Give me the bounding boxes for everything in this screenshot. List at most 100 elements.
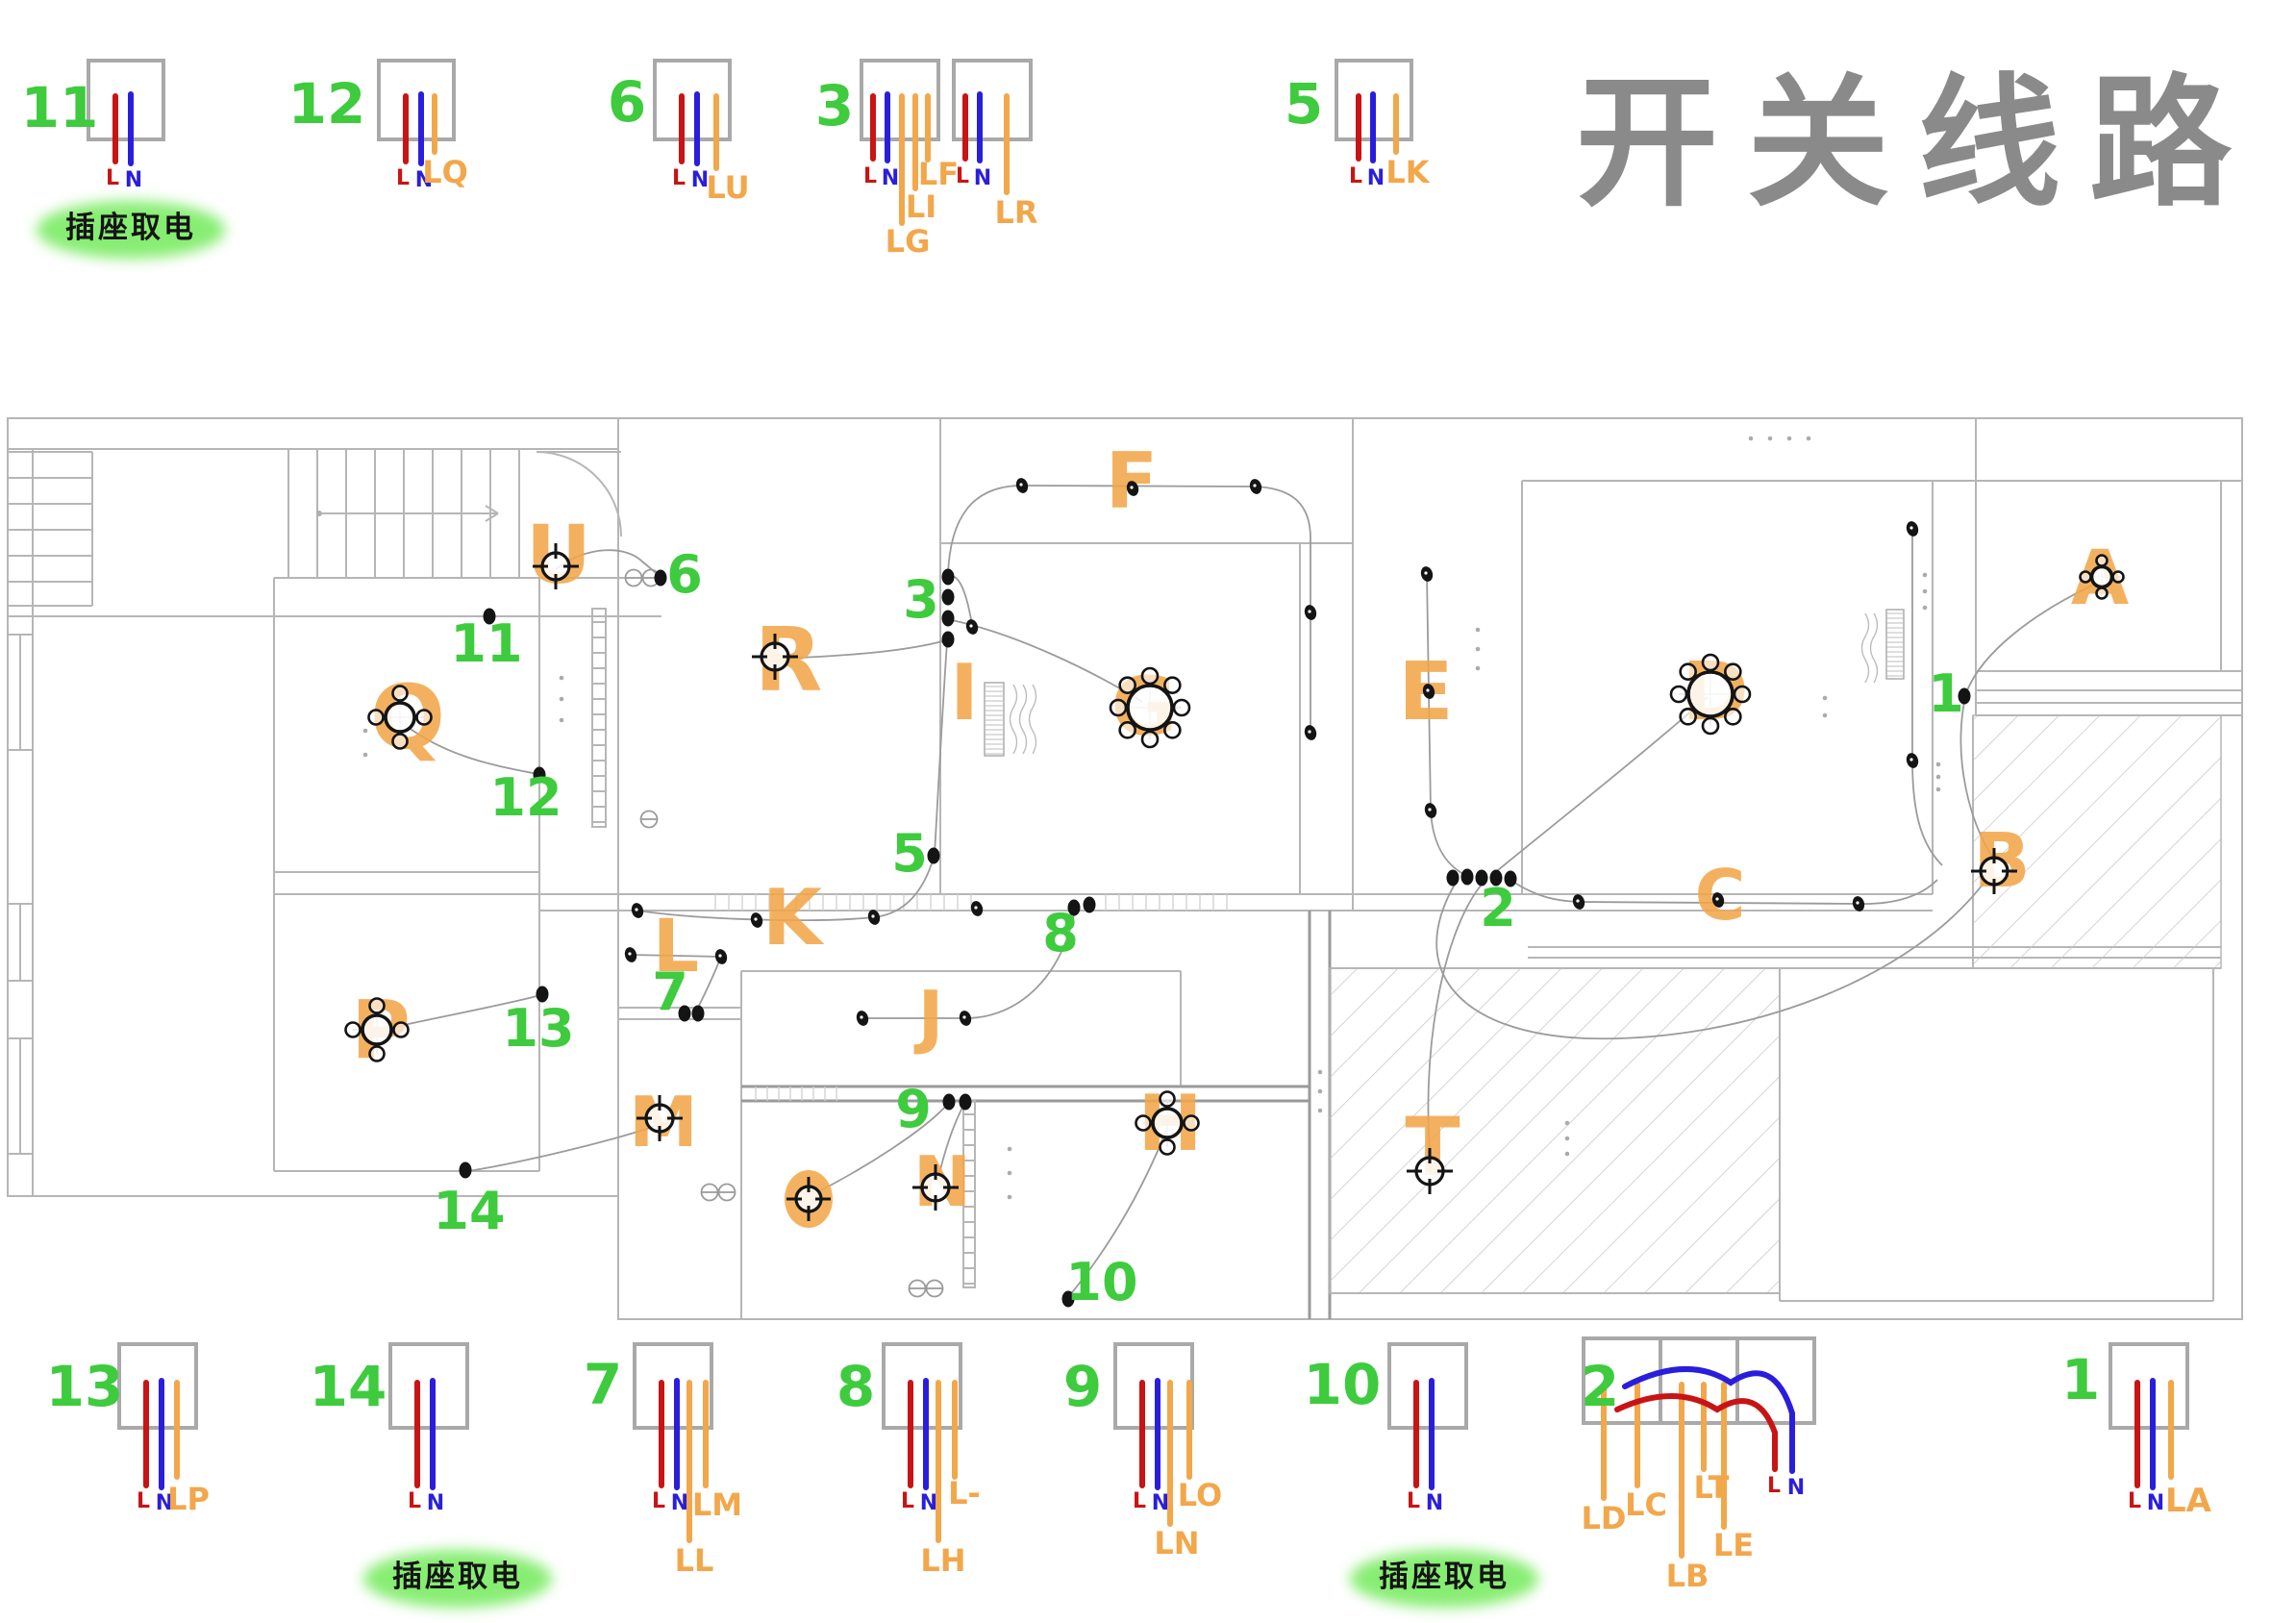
plan-switch-number: 10 xyxy=(1065,1252,1137,1312)
switch-dot xyxy=(678,1005,691,1022)
switch-dot xyxy=(959,1093,972,1111)
light-Q-icon xyxy=(367,685,433,750)
wire-label: LE xyxy=(1713,1527,1754,1563)
wire-label: N xyxy=(1152,1491,1169,1515)
switch-dot xyxy=(941,631,955,648)
switch-dot xyxy=(941,588,955,606)
switch-dot xyxy=(941,568,955,586)
plan-switch-10: 10 xyxy=(1061,1252,1138,1312)
plan-switch-8: 8 xyxy=(1042,896,1096,963)
plan-switch-12: 12 xyxy=(489,766,562,828)
socket-power-note-text: 插座取电 xyxy=(65,211,196,244)
vent-dot xyxy=(1922,588,1928,594)
radiator-squiggle xyxy=(1009,684,1018,755)
vent-dot xyxy=(559,696,564,702)
plan-switch-2: 2 xyxy=(1446,868,1517,938)
wire-label: LQ xyxy=(422,154,468,190)
wire-label: LF xyxy=(918,156,959,192)
switch-dot xyxy=(654,569,667,587)
switch-dot xyxy=(691,1005,705,1022)
diagram-number: 12 xyxy=(288,71,366,137)
spot-light xyxy=(1126,481,1139,496)
spot-light xyxy=(714,949,728,964)
plan-switch-3: 3 xyxy=(903,568,955,648)
wire-label: LK xyxy=(1385,154,1430,190)
wire-run xyxy=(936,1103,965,1182)
light-N-icon xyxy=(912,1164,959,1211)
plan-switch-number: 7 xyxy=(652,961,688,1022)
vent-dot xyxy=(1922,572,1928,578)
wire-label: N xyxy=(1787,1476,1805,1500)
switch-dot xyxy=(1475,869,1488,886)
wire-label: L xyxy=(901,1489,914,1513)
spot-light xyxy=(1424,803,1437,818)
light-H-icon xyxy=(1135,1090,1200,1156)
radiator-squiggle xyxy=(1860,612,1870,684)
plan-letter-I: I xyxy=(950,648,979,737)
wire-label: N xyxy=(920,1491,937,1515)
socket-power-note: 插座取电 xyxy=(1350,1550,1538,1608)
light-M-icon xyxy=(636,1095,683,1141)
plan-switch-number: 13 xyxy=(502,998,574,1059)
vent-dot xyxy=(1564,1151,1570,1157)
light-B-icon xyxy=(1971,848,2017,894)
vent-dot xyxy=(1564,1120,1570,1126)
switch-dot xyxy=(942,1093,956,1111)
vent-dot xyxy=(1564,1136,1570,1141)
wire-label: LC xyxy=(1625,1486,1667,1523)
switch-dot xyxy=(459,1161,472,1179)
wire-run xyxy=(467,1124,660,1172)
diagram-number: 2 xyxy=(1581,1354,1619,1419)
shaft-wall xyxy=(591,608,607,828)
wire-label: L xyxy=(672,166,686,190)
wire-run xyxy=(862,909,1076,1019)
diagram-number: 6 xyxy=(608,69,646,135)
spot-light xyxy=(867,910,881,925)
diagram-number: 9 xyxy=(1063,1354,1102,1419)
spot-light xyxy=(631,903,644,918)
light-G-icon xyxy=(1109,666,1191,749)
switch-dot xyxy=(1067,899,1081,916)
wire-label: LD xyxy=(1582,1500,1627,1536)
plan-letter-J: J xyxy=(913,976,944,1057)
switch-dot xyxy=(1061,1290,1075,1308)
wire-label: LB xyxy=(1666,1558,1710,1594)
wire-label: LU xyxy=(706,169,749,206)
wire-label: L xyxy=(863,164,877,188)
spot-light xyxy=(624,947,637,962)
hatched-terrace xyxy=(1329,967,1781,1294)
radiator xyxy=(1885,609,1905,680)
diagram-number: 10 xyxy=(1304,1352,1382,1417)
vent-dot xyxy=(1822,712,1828,718)
plan-switch-6: 6 xyxy=(654,544,703,605)
socket-power-note: 插座取电 xyxy=(37,201,225,259)
spot-light xyxy=(1420,566,1434,582)
wire-label: L xyxy=(2128,1489,2141,1513)
spot-light xyxy=(965,619,979,635)
vent-dot xyxy=(1935,787,1941,792)
wire-label: N xyxy=(1426,1491,1443,1515)
radiator xyxy=(984,682,1005,757)
wire-run xyxy=(778,639,947,660)
radiator-squiggle xyxy=(1018,684,1028,755)
switch-dot xyxy=(536,986,549,1003)
wire-label: L xyxy=(1767,1474,1781,1498)
switch-box xyxy=(633,1342,713,1430)
vent-dot xyxy=(1317,1088,1323,1094)
spot-light xyxy=(1249,479,1262,494)
light-O-icon xyxy=(785,1170,833,1228)
vent-dot xyxy=(559,675,564,681)
socket-power-note-text: 插座取电 xyxy=(1379,1560,1510,1593)
vent-dot xyxy=(1822,695,1828,701)
vent-dot xyxy=(1935,762,1941,767)
wire-label: L xyxy=(408,1489,421,1513)
vent-dot xyxy=(1007,1146,1012,1152)
wire-label: LH xyxy=(920,1542,965,1579)
